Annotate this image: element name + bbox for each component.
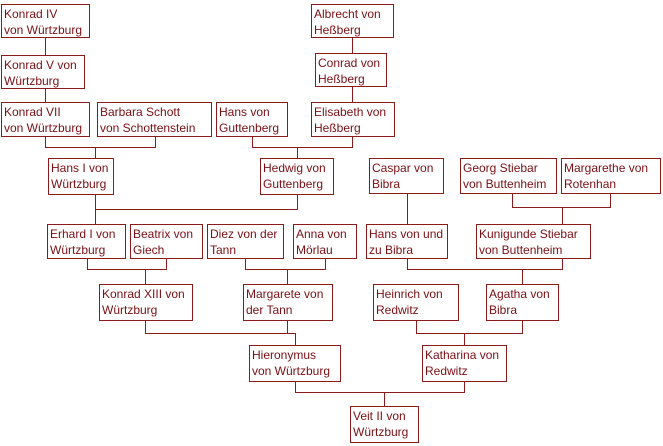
person-name-line: von Buttenheim	[479, 243, 563, 257]
person-name-line: Guttenberg	[263, 177, 324, 191]
person-name-line: Conrad von	[318, 56, 381, 70]
person-name-line: Guttenberg	[219, 121, 280, 135]
person-name-line: Redwitz	[376, 303, 419, 317]
person-hieronymus: Hieronymus von Würtzburg	[249, 345, 341, 382]
person-name-line: Beatrix von	[133, 227, 194, 241]
person-albrecht-von-hessberg: Albrecht von Heßberg	[311, 4, 394, 38]
person-erhard-i: Erhard I von Würtzburg	[47, 224, 126, 259]
person-agatha-von-bibra: Agatha von Bibra	[486, 284, 559, 321]
person-margarete-von-der-tann: Margarete von der Tann	[243, 284, 333, 321]
person-name-line: Anna von	[296, 227, 347, 241]
person-name-line: Giech	[133, 243, 165, 257]
person-name-line: von Würtzburg	[252, 364, 331, 378]
person-name-line: von Würtzburg	[4, 121, 83, 135]
person-name-line: Margarethe von	[564, 161, 649, 175]
person-name-line: Heßberg	[314, 121, 361, 135]
person-hans-i: Hans I von Würtzburg	[48, 158, 114, 195]
person-name-line: Heßberg	[314, 23, 361, 37]
person-name-line: Hieronymus	[252, 348, 317, 362]
person-name-line: Erhard I von	[50, 227, 116, 241]
person-beatrix-von-giech: Beatrix von Giech	[130, 224, 203, 259]
person-name-line: Heinrich von	[376, 287, 443, 301]
person-name-line: Konrad V von	[4, 58, 77, 72]
person-name-line: Georg Stiebar	[463, 161, 538, 175]
person-name-line: Bibra	[489, 303, 518, 317]
person-name-line: Heßberg	[318, 72, 365, 86]
person-name-line: Würtzburg	[4, 74, 60, 88]
person-hans-von-und-zu-bibra: Hans von und zu Bibra	[366, 224, 448, 259]
person-name-line: Margarete von	[246, 287, 324, 301]
person-name-line: von Schottenstein	[100, 121, 196, 135]
person-name-line: der Tann	[246, 303, 293, 317]
person-name-line: Tann	[210, 243, 237, 257]
person-name-line: Redwitz	[425, 364, 468, 378]
person-name-line: Konrad VII	[4, 105, 61, 119]
person-name-line: Würtzburg	[50, 243, 106, 257]
person-name-line: Kunigunde Stiebar	[479, 227, 578, 241]
person-name-line: Würtzburg	[353, 425, 409, 439]
person-caspar-von-bibra: Caspar von Bibra	[369, 158, 444, 194]
person-name-line: Hans von und	[369, 227, 444, 241]
person-konrad-iv: Konrad IV von Würtzburg	[1, 4, 90, 38]
person-katharina-von-redwitz: Katharina von Redwitz	[422, 345, 507, 382]
person-margarethe-von-rotenhan: Margarethe von Rotenhan	[561, 158, 661, 194]
person-elisabeth-von-hessberg: Elisabeth von Heßberg	[311, 102, 395, 137]
person-name-line: von Buttenheim	[463, 177, 547, 191]
person-name-line: Caspar von	[372, 161, 434, 175]
person-name-line: Albrecht von	[314, 7, 381, 21]
person-barbara-schott: Barbara Schott von Schottenstein	[97, 102, 212, 137]
person-name-line: zu Bibra	[369, 243, 414, 257]
person-name-line: Hedwig von	[263, 161, 326, 175]
person-hans-von-guttenberg: Hans von Guttenberg	[216, 102, 288, 137]
person-name-line: Katharina von	[425, 348, 500, 362]
person-name-line: Bibra	[372, 177, 401, 191]
person-anna-von-moerlau: Anna von Mörlau	[293, 224, 357, 259]
person-name-line: Barbara Schott	[100, 105, 181, 119]
person-name-line: von Würtzburg	[4, 23, 83, 37]
person-name-line: Veit II von	[353, 409, 406, 423]
person-heinrich-von-redwitz: Heinrich von Redwitz	[373, 284, 459, 321]
person-konrad-vii: Konrad VII von Würtzburg	[1, 102, 90, 137]
person-konrad-xiii: Konrad XIII von Würtzburg	[99, 284, 193, 321]
person-veit-ii: Veit II von Würtzburg	[350, 406, 419, 443]
person-name-line: Würtzburg	[51, 177, 107, 191]
person-hedwig-von-guttenberg: Hedwig von Guttenberg	[260, 158, 334, 195]
person-conrad-von-hessberg: Conrad von Heßberg	[315, 53, 387, 87]
person-name-line: Rotenhan	[564, 177, 617, 191]
person-kunigunde-stiebar: Kunigunde Stiebar von Buttenheim	[476, 224, 591, 259]
person-name-line: Würtzburg	[102, 303, 158, 317]
person-name-line: Mörlau	[296, 243, 333, 257]
person-diez-von-der-tann: Diez von der Tann	[207, 224, 284, 259]
person-name-line: Hans I von	[51, 161, 109, 175]
person-name-line: Konrad IV	[4, 7, 58, 21]
person-name-line: Hans von	[219, 105, 270, 119]
person-name-line: Diez von der	[210, 227, 278, 241]
person-name-line: Konrad XIII von	[102, 287, 185, 301]
person-georg-stiebar: Georg Stiebar von Buttenheim	[460, 158, 557, 194]
person-name-line: Elisabeth von	[314, 105, 387, 119]
person-name-line: Agatha von	[489, 287, 550, 301]
person-konrad-v: Konrad V von Würtzburg	[1, 55, 85, 89]
